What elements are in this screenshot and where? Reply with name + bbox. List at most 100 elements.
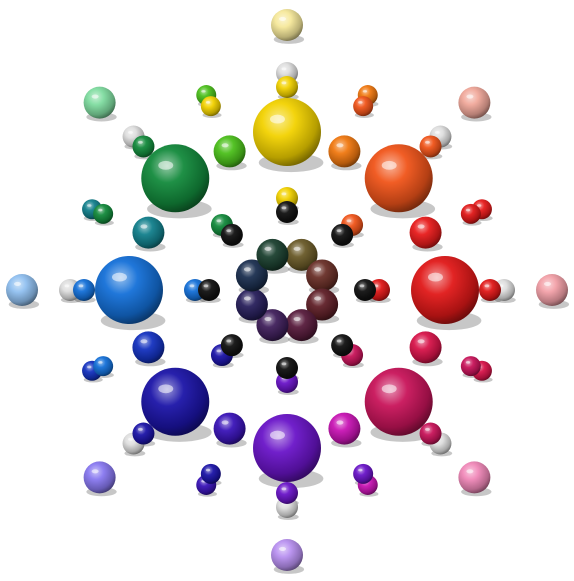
sphere-highlight: [138, 428, 143, 431]
sphere-highlight: [279, 17, 286, 21]
sphere-highlight: [87, 366, 91, 369]
sphere-highlight: [158, 384, 173, 393]
pair-sphere: [132, 423, 154, 445]
sphere-highlight: [206, 101, 210, 104]
primary-sphere-red: [411, 256, 479, 324]
sphere-highlight: [128, 438, 133, 441]
tint-sphere-mint: [84, 87, 116, 119]
primary-sphere-indigo: [141, 368, 209, 436]
pair-sphere: [201, 464, 221, 484]
sphere-highlight: [201, 90, 205, 93]
sphere-highlight: [358, 469, 362, 472]
pair-sphere: [479, 279, 501, 301]
sphere-highlight: [544, 282, 551, 286]
primary-sphere-yellow: [253, 98, 321, 166]
primary-sphere-green: [141, 144, 209, 212]
pair-sphere: [93, 204, 113, 224]
primary-sphere-orange-red: [365, 144, 433, 212]
pair-sphere: [420, 135, 442, 157]
sphere-highlight: [190, 284, 195, 287]
pair-sphere: [276, 201, 298, 223]
sphere-highlight: [435, 131, 440, 134]
sphere-highlight: [425, 428, 430, 431]
pair-sphere: [331, 224, 353, 246]
secondary-sphere-purple-blue: [214, 413, 246, 445]
sphere-highlight: [65, 284, 70, 287]
sphere-highlight: [363, 90, 367, 93]
primary-sphere-crimson: [365, 368, 433, 436]
sphere-highlight: [466, 209, 470, 212]
secondary-sphere-royal-blue: [132, 331, 164, 363]
sphere-highlight: [98, 209, 102, 212]
pair-sphere: [276, 76, 298, 98]
tint-sphere-pink-rose: [458, 461, 490, 493]
pair-sphere: [354, 279, 376, 301]
sphere-highlight: [216, 349, 221, 352]
pair-sphere: [353, 96, 373, 116]
sphere-highlight: [282, 362, 287, 365]
sphere-highlight: [226, 229, 231, 232]
inner-ring-sphere: [236, 289, 268, 321]
sphere-highlight: [418, 339, 425, 343]
sphere-highlight: [425, 141, 430, 144]
pair-sphere: [93, 356, 113, 376]
sphere-highlight: [140, 224, 147, 228]
primary-sphere-violet: [253, 414, 321, 482]
sphere-highlight: [336, 420, 343, 424]
sphere-highlight: [466, 361, 470, 364]
sphere-highlight: [477, 204, 481, 207]
tint-sphere-pale-yellow: [271, 9, 303, 41]
sphere-highlight: [98, 361, 102, 364]
pair-sphere: [221, 224, 243, 246]
tint-sphere-periwinkle: [84, 461, 116, 493]
pair-sphere: [201, 96, 221, 116]
pair-sphere: [132, 135, 154, 157]
sphere-highlight: [79, 284, 84, 287]
secondary-sphere-lime: [214, 135, 246, 167]
sphere-highlight: [314, 296, 321, 300]
secondary-sphere-magenta: [328, 413, 360, 445]
sphere-highlight: [140, 339, 147, 343]
pair-sphere: [198, 279, 220, 301]
pair-sphere: [420, 423, 442, 445]
sphere-highlight: [282, 67, 287, 70]
sphere-highlight: [264, 317, 271, 321]
sphere-highlight: [485, 284, 490, 287]
sphere-highlight: [14, 282, 21, 286]
tint-sphere-pink: [536, 274, 568, 306]
sphere-highlight: [138, 141, 143, 144]
sphere-highlight: [466, 94, 473, 98]
sphere-highlight: [226, 340, 231, 343]
tint-sphere-salmon: [458, 87, 490, 119]
sphere-highlight: [244, 296, 251, 300]
sphere-highlight: [282, 206, 287, 209]
sphere-highlight: [382, 161, 397, 170]
sphere-highlight: [347, 219, 352, 222]
sphere-highlight: [87, 204, 91, 207]
sphere-highlight: [360, 284, 365, 287]
pair-sphere: [353, 464, 373, 484]
secondary-sphere-scarlet: [410, 217, 442, 249]
sphere-highlight: [336, 143, 343, 147]
sphere-highlight: [282, 487, 287, 490]
inner-ring-sphere: [306, 259, 338, 291]
pair-sphere: [73, 279, 95, 301]
sphere-highlight: [279, 547, 286, 551]
sphere-highlight: [216, 219, 221, 222]
pair-sphere: [461, 356, 481, 376]
sphere-highlight: [382, 384, 397, 393]
pair-sphere: [221, 334, 243, 356]
sphere-highlight: [418, 224, 425, 228]
tint-sphere-sky-blue: [6, 274, 38, 306]
sphere-highlight: [294, 247, 301, 251]
sphere-highlight: [337, 229, 342, 232]
sphere-highlight: [294, 317, 301, 321]
sphere-highlight: [428, 273, 443, 282]
pair-sphere: [461, 204, 481, 224]
sphere-highlight: [314, 267, 321, 271]
sphere-highlight: [206, 469, 210, 472]
sphere-highlight: [222, 143, 229, 147]
pair-sphere: [276, 482, 298, 504]
